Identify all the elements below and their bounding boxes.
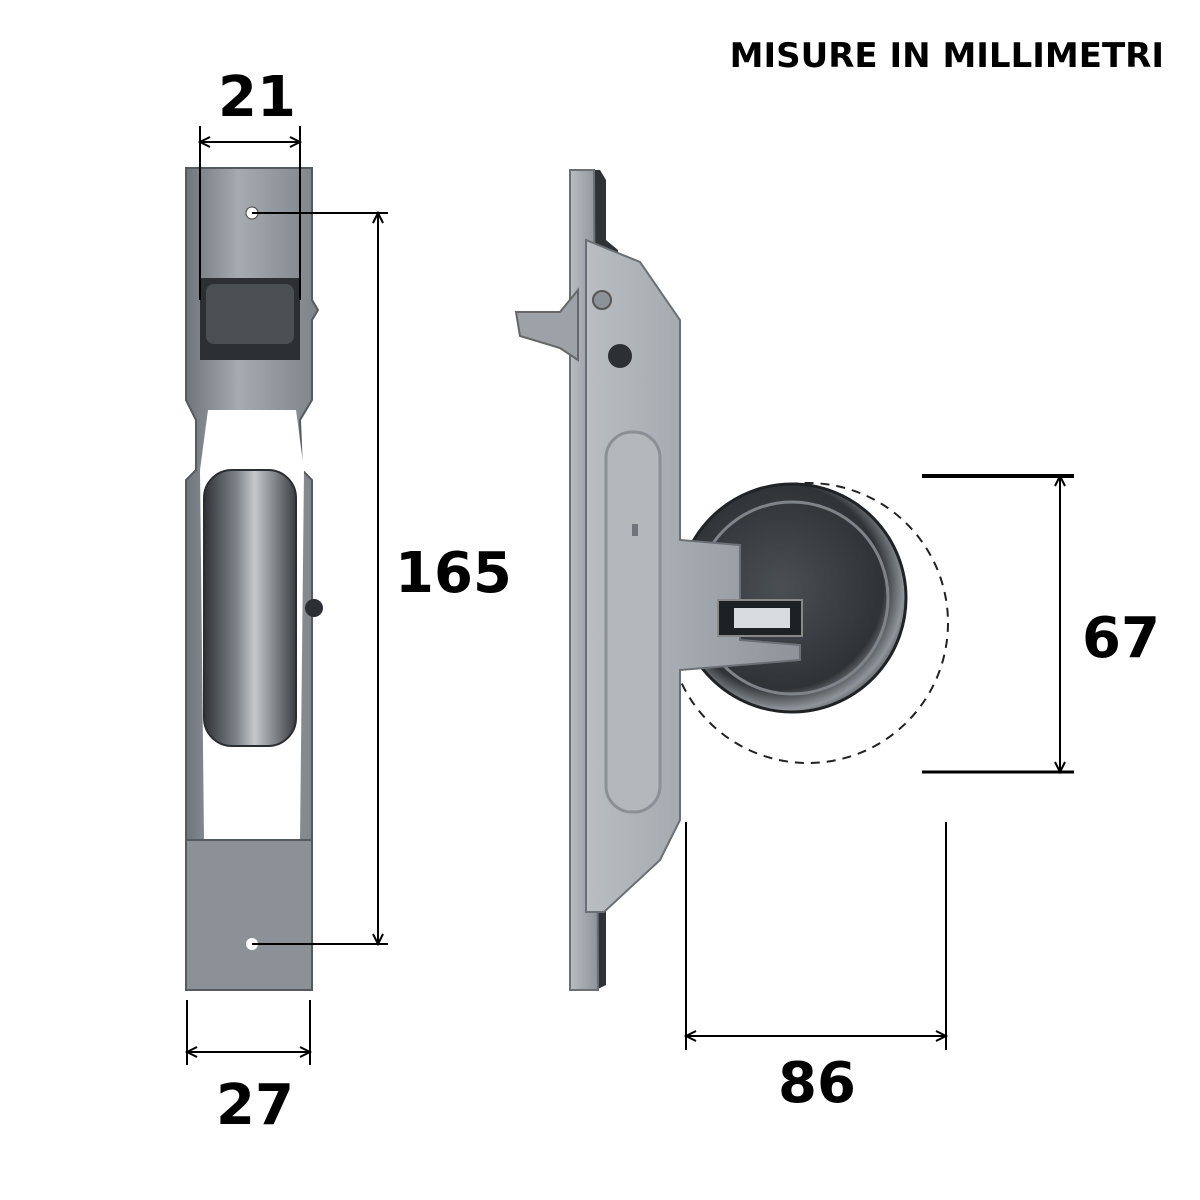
dimension-depth: 86 bbox=[778, 1051, 856, 1116]
side-bottom-plate bbox=[185, 839, 313, 991]
side-wheel bbox=[203, 469, 297, 747]
front-view bbox=[514, 169, 949, 991]
dimension-top-width: 21 bbox=[218, 65, 296, 130]
latch-tab bbox=[514, 287, 579, 362]
keyhole bbox=[608, 344, 632, 368]
body-slot bbox=[604, 430, 662, 814]
front-dimension-lines bbox=[683, 473, 1074, 1050]
dimension-wheel-diameter: 67 bbox=[1082, 606, 1160, 671]
upper-bolt bbox=[592, 290, 612, 310]
side-view bbox=[185, 167, 323, 991]
side-axle-bolt bbox=[305, 599, 323, 617]
side-dimension-lines bbox=[184, 126, 388, 1065]
units-label: MISURE IN MILLIMETRI bbox=[729, 36, 1164, 76]
dimension-height: 165 bbox=[395, 541, 512, 606]
dimension-bottom-width: 27 bbox=[216, 1073, 294, 1138]
